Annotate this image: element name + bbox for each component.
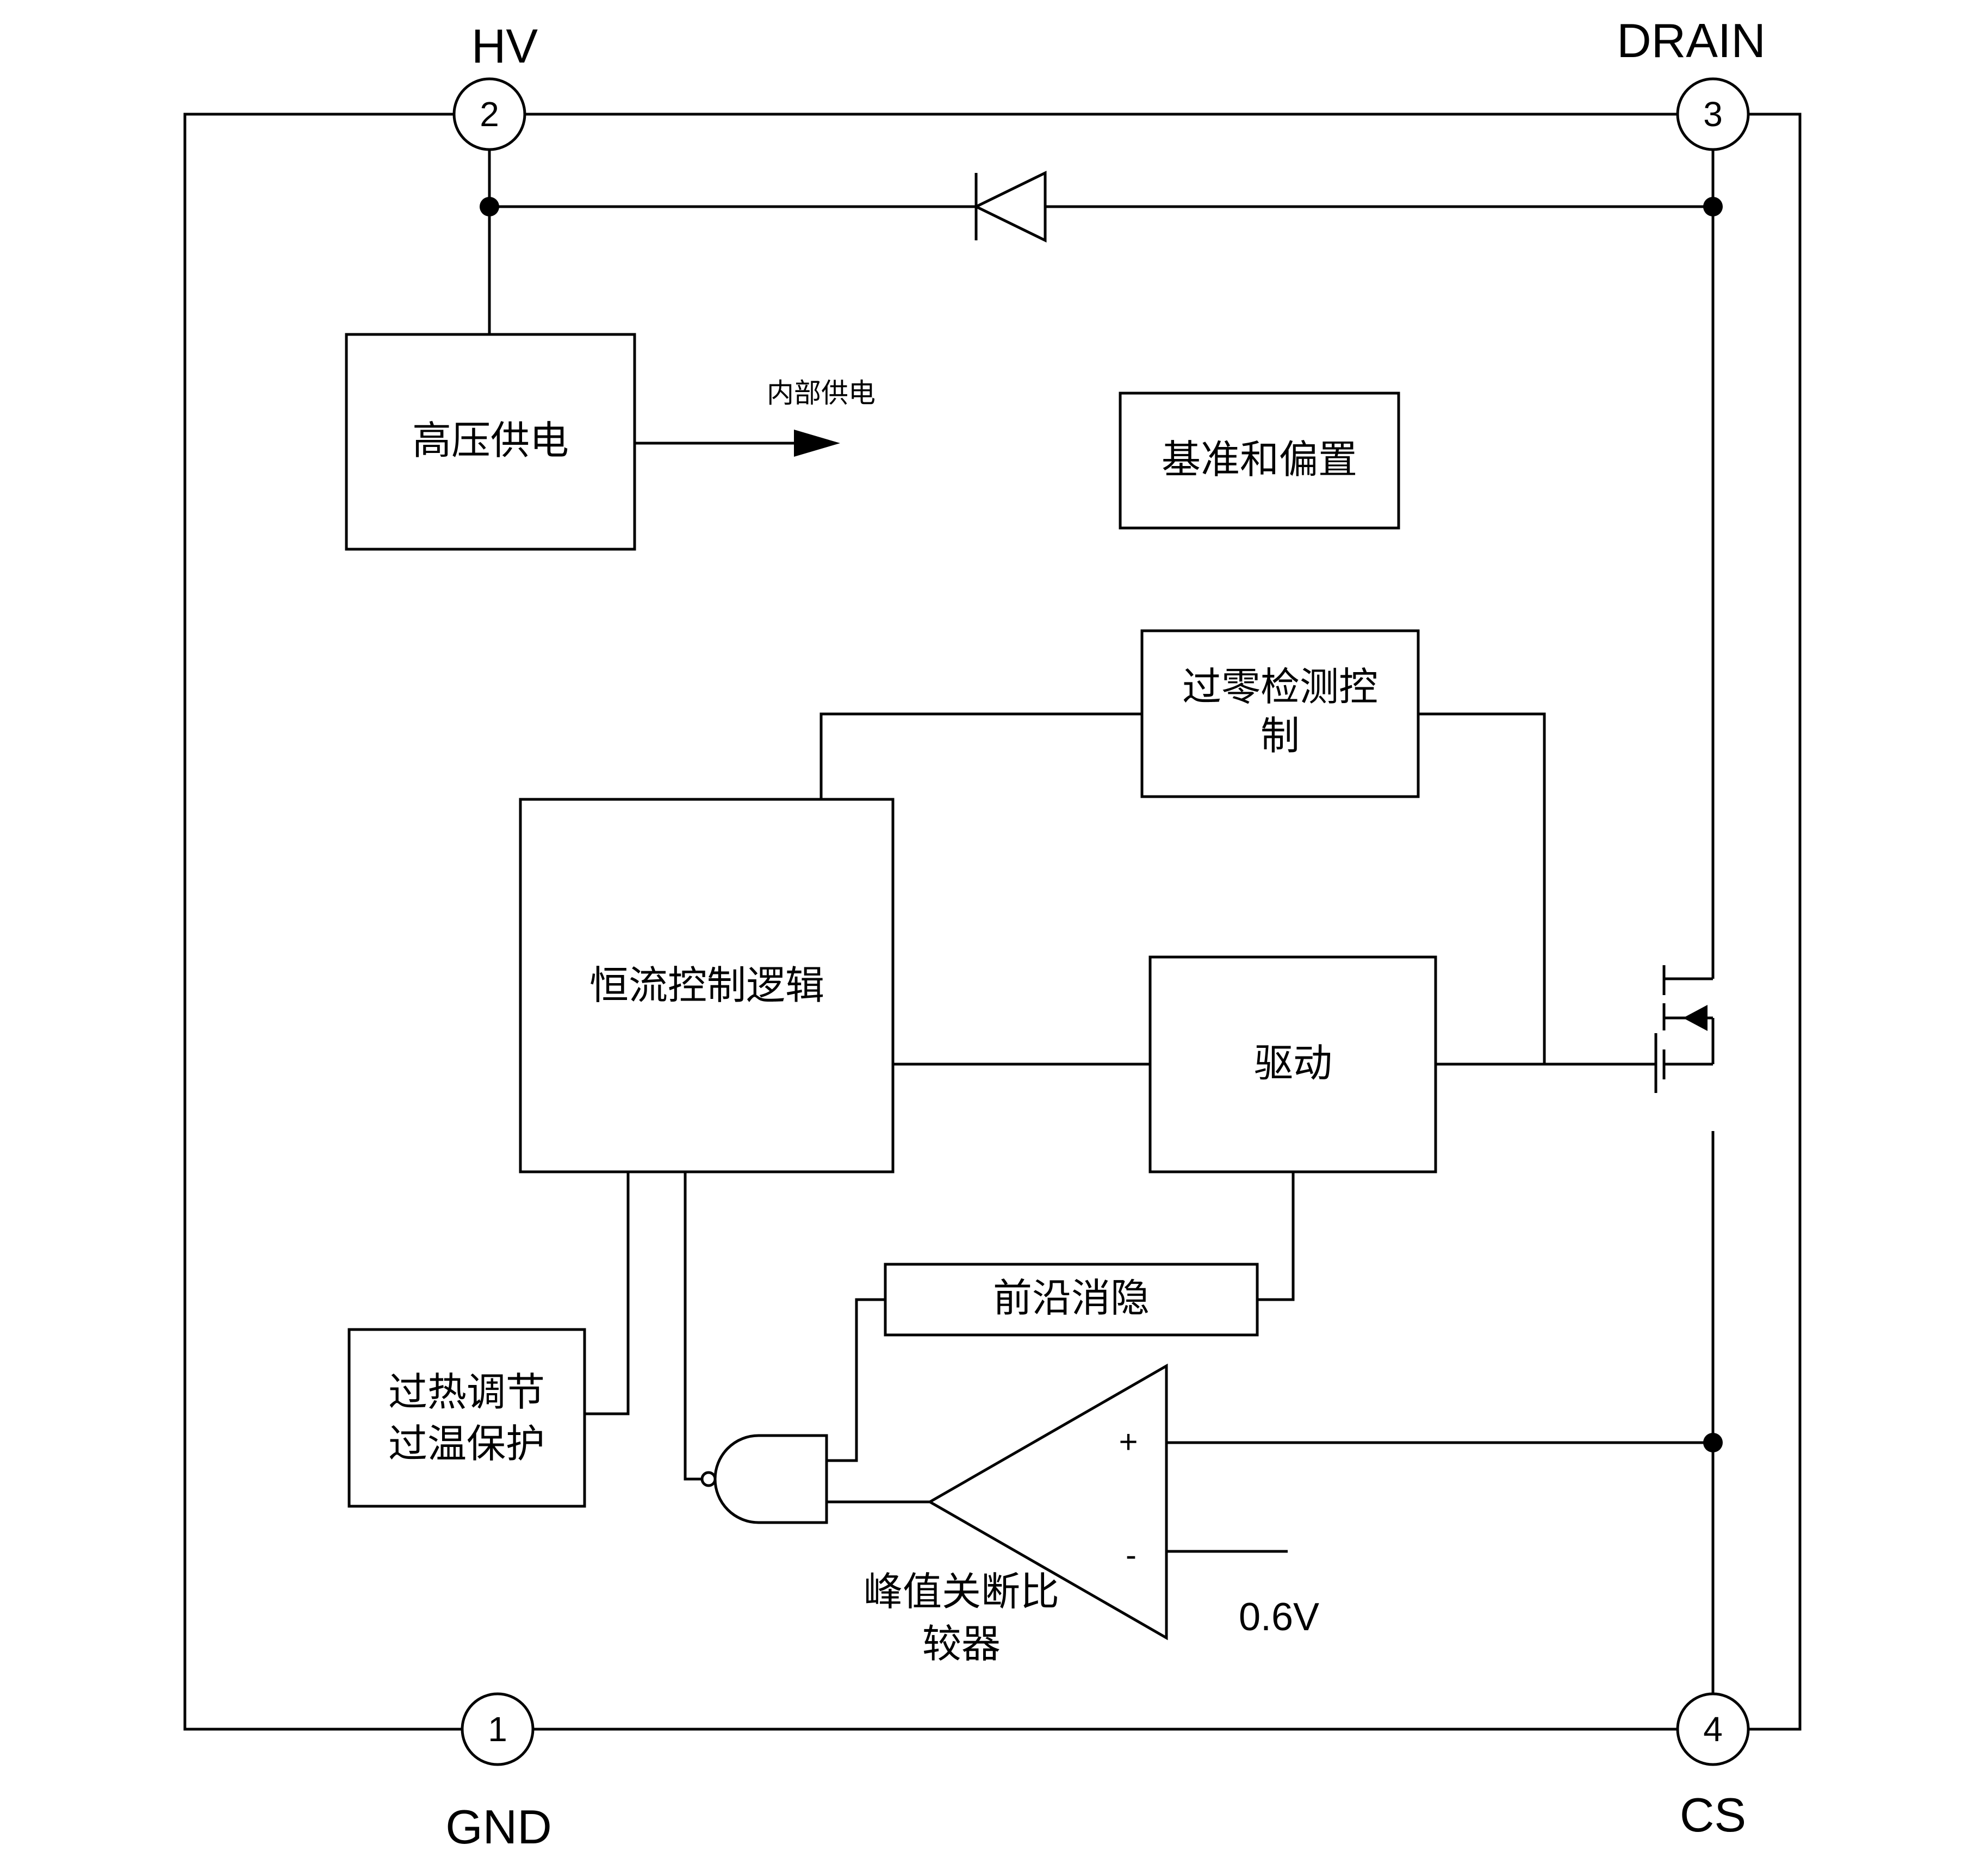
comparator-minus: -: [1126, 1537, 1137, 1573]
pin-cs-number: 4: [1703, 1710, 1723, 1749]
pin-cs-name: CS: [1680, 1788, 1746, 1842]
otp-label-1: 过热调节: [388, 1369, 545, 1415]
logic-zerocross-wire: [819, 712, 1142, 799]
pin-gnd-name: GND: [445, 1800, 552, 1854]
driver-leb-wire: [1257, 1172, 1295, 1301]
pin-drain-number: 3: [1703, 95, 1723, 134]
pin-gnd-number: 1: [488, 1710, 507, 1749]
zero-cross-label-2: 制: [1261, 713, 1300, 759]
comparator-icon: [927, 1363, 1168, 1641]
diode-icon: [973, 170, 1047, 243]
pin-drain: 3: [1676, 77, 1750, 151]
driver-block: [1148, 955, 1437, 1173]
otp-block: [347, 1328, 586, 1508]
reference-bias-block: [1119, 392, 1400, 530]
zero-cross-label-1: 过零检测控: [1182, 664, 1378, 710]
pin-cs: 4: [1676, 1692, 1750, 1766]
package-outline: [183, 113, 1802, 1731]
cc-logic-label: 恒流控制逻辑: [589, 962, 824, 1008]
driver-label: 驱动: [1254, 1040, 1332, 1086]
hv-supply-block: [345, 333, 636, 551]
pin-hv-number: 2: [480, 95, 499, 134]
otp-logic-wire: [585, 1172, 630, 1415]
logic-nand-wire: [684, 1172, 707, 1481]
ref-voltage-label: 0.6V: [1239, 1595, 1319, 1639]
comparator-label-2: 较器: [922, 1621, 1001, 1667]
cc-logic-block: [519, 798, 895, 1173]
comparator-label-1: 峰值关断比: [864, 1569, 1059, 1614]
leb-block: [884, 1263, 1259, 1337]
pin-drain-name: DRAIN: [1617, 14, 1766, 67]
pin-hv-name: HV: [471, 19, 538, 73]
pin-hv: 2: [452, 77, 526, 151]
hv-junction-dot: [480, 197, 499, 216]
hv-supply-label: 高压供电: [412, 418, 569, 463]
drain-junction-dot: [1703, 197, 1723, 216]
nand-gate-icon: [700, 1434, 828, 1524]
comparator-plus: +: [1119, 1424, 1138, 1460]
leb-nand-wire: [827, 1298, 885, 1462]
mosfet-icon: [1654, 965, 1715, 1093]
arrow-right-icon: [794, 430, 840, 457]
pin-gnd: 1: [461, 1692, 535, 1766]
zerocross-gate-wire: [1418, 712, 1546, 1064]
internal-supply-label: 内部供电: [767, 377, 876, 409]
leb-label: 前沿消隐: [993, 1275, 1150, 1321]
reference-bias-label: 基准和偏置: [1162, 437, 1357, 482]
otp-label-2: 过温保护: [388, 1421, 545, 1467]
